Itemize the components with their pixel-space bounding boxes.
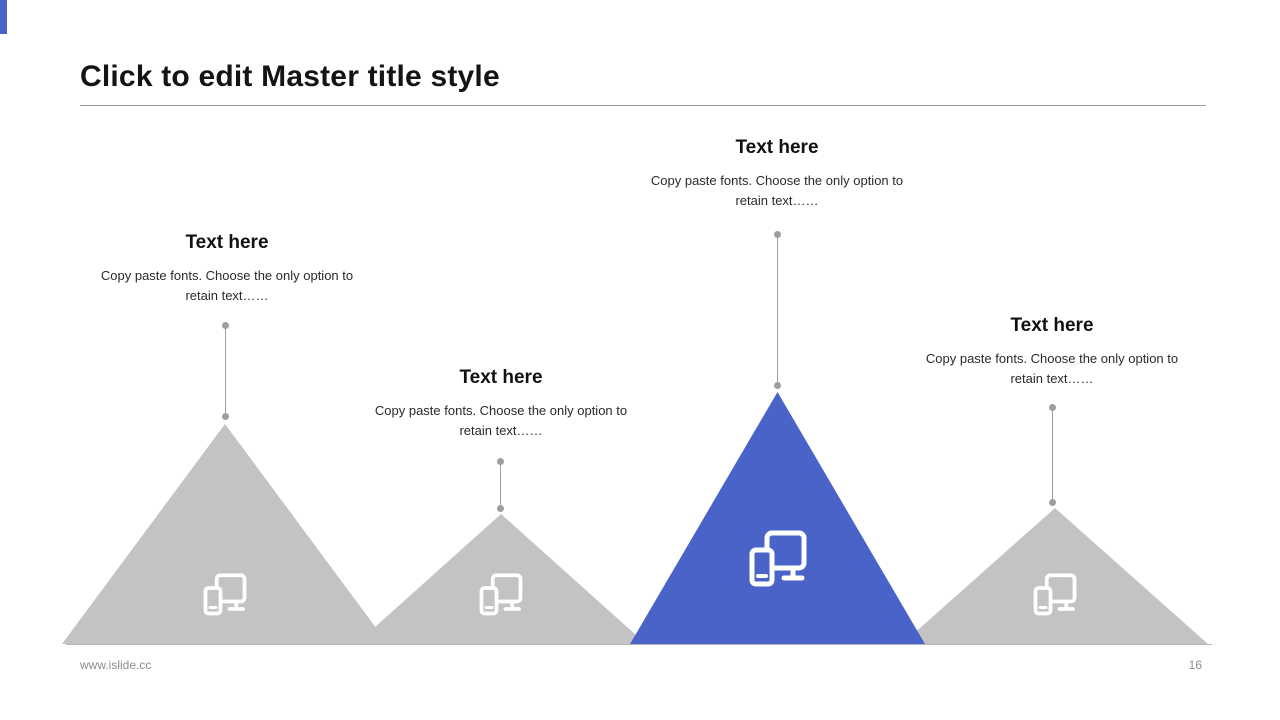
triangle-shape-2[interactable] xyxy=(356,514,646,644)
connector-dot xyxy=(221,413,229,420)
responsive-devices-icon xyxy=(201,570,249,618)
connector-dot xyxy=(1048,499,1056,506)
footer-website-link[interactable]: www.islide.cc xyxy=(80,658,152,672)
connector-line xyxy=(224,329,226,413)
callout-4[interactable]: Text here Copy paste fonts. Choose the o… xyxy=(892,315,1212,389)
connector-1 xyxy=(221,322,229,420)
responsive-devices-icon xyxy=(746,526,810,590)
responsive-devices-icon xyxy=(477,570,525,618)
accent-bar xyxy=(0,0,7,34)
triangle-shape-1[interactable] xyxy=(62,424,388,644)
connector-dot xyxy=(773,231,781,238)
connector-dot xyxy=(496,505,504,512)
callout-body-line: Copy paste fonts. Choose the only option… xyxy=(100,268,354,283)
triangle-shape-3-highlighted[interactable] xyxy=(630,392,925,644)
connector-dot xyxy=(496,458,504,465)
connector-dot xyxy=(773,382,781,389)
callout-body-line: Copy paste fonts. Choose the only option… xyxy=(374,403,628,418)
footer-divider xyxy=(66,644,1212,645)
callout-title: Text here xyxy=(1010,315,1094,336)
responsive-devices-icon xyxy=(1031,570,1079,618)
title-divider xyxy=(80,105,1206,106)
connector-4 xyxy=(1048,404,1056,506)
callout-body-line: retain text…… xyxy=(1010,371,1094,386)
callout-1[interactable]: Text here Copy paste fonts. Choose the o… xyxy=(67,232,387,306)
connector-2 xyxy=(496,458,504,512)
connector-dot xyxy=(221,322,229,329)
callout-body-line: retain text…… xyxy=(459,423,543,438)
callout-3[interactable]: Text here Copy paste fonts. Choose the o… xyxy=(617,137,937,211)
callout-body-line: Copy paste fonts. Choose the only option… xyxy=(650,173,904,188)
triangle-shape-4[interactable] xyxy=(902,508,1208,644)
callout-2[interactable]: Text here Copy paste fonts. Choose the o… xyxy=(341,367,661,441)
slide-title[interactable]: Click to edit Master title style xyxy=(80,60,500,93)
callout-body-line: retain text…… xyxy=(735,193,819,208)
connector-dot xyxy=(1048,404,1056,411)
page-number: 16 xyxy=(1188,658,1202,672)
callout-title: Text here xyxy=(459,367,543,388)
callout-title: Text here xyxy=(185,232,269,253)
callout-body-line: retain text…… xyxy=(185,288,269,303)
callout-body-line: Copy paste fonts. Choose the only option… xyxy=(925,351,1179,366)
connector-line xyxy=(1051,411,1053,499)
callout-title: Text here xyxy=(735,137,819,158)
connector-3 xyxy=(773,231,781,389)
connector-line xyxy=(499,465,501,505)
connector-line xyxy=(776,238,778,382)
